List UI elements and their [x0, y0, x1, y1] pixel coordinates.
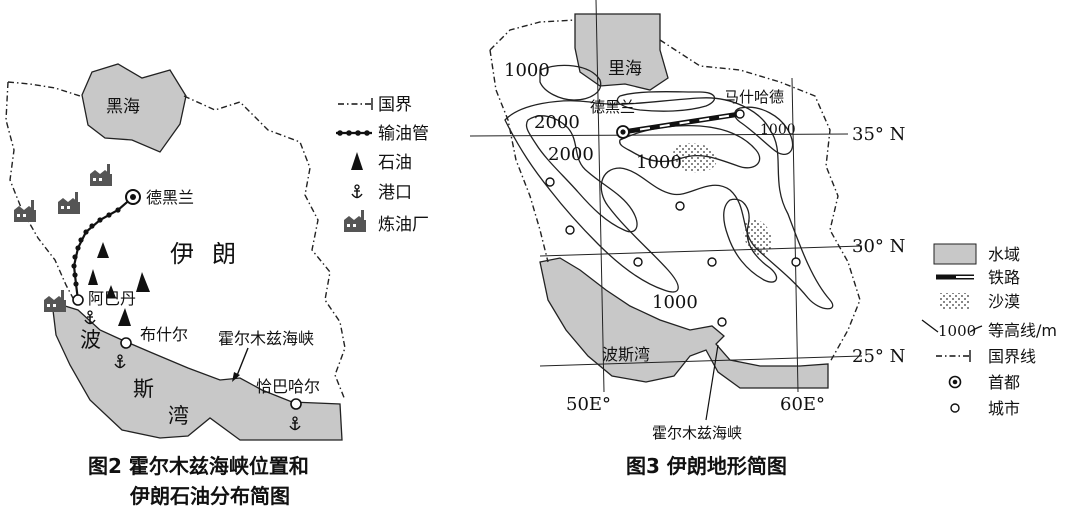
strait-label: 霍尔木兹海峡 — [218, 329, 314, 348]
legend-capital-label: 首都 — [988, 373, 1020, 392]
legend-contour-label: 等高线/m — [988, 321, 1057, 340]
country-label-1: 伊 — [170, 240, 194, 268]
legend-border-label: 国界 — [378, 95, 412, 115]
bushehr-label: 布什尔 — [140, 325, 188, 344]
map2-caption-line1: 图2 霍尔木兹海峡位置和 — [88, 454, 309, 478]
legend-refinery-label: 炼油厂 — [378, 215, 429, 235]
caspian-water — [574, 13, 669, 91]
desert-area — [672, 143, 717, 173]
gulf-label-3: 湾 — [168, 404, 189, 428]
black-sea-water — [81, 63, 187, 153]
city-icons — [545, 177, 801, 327]
refinery-icon — [14, 200, 36, 222]
chabahar-label: 恰巴哈尔 — [256, 377, 320, 396]
water-icon — [933, 243, 977, 265]
contour-label: 1000 — [636, 152, 682, 173]
lon-50-label: 50E° — [566, 394, 611, 415]
desert-area — [743, 219, 772, 256]
contour-icon — [921, 319, 939, 333]
legend-city-label: 城市 — [988, 399, 1020, 418]
contour-label: 1000 — [652, 292, 698, 313]
gulf-label-2: 斯 — [133, 377, 154, 401]
refinery-icon — [44, 290, 66, 312]
gulf-label-1: 波 — [80, 328, 101, 352]
border-line-west — [5, 81, 75, 301]
bushehr-city-icon — [120, 337, 132, 349]
lon-60-label: 60E° — [780, 394, 825, 415]
border-line — [7, 81, 346, 401]
lon-50-line — [595, 0, 605, 393]
legend-border-label: 国界线 — [988, 347, 1036, 366]
lat-35-label: 35° N — [852, 124, 905, 145]
abadan-label: 阿巴丹 — [88, 289, 136, 308]
legend-contour-value: 1000 — [938, 322, 976, 340]
lon-60-line — [791, 77, 799, 393]
caspian-label: 里海 — [608, 59, 642, 79]
lat-30-line — [539, 245, 863, 257]
chabahar-city-icon — [290, 398, 302, 410]
black-sea-label: 黑海 — [106, 97, 140, 117]
city-icon — [950, 403, 960, 413]
contour-lines — [504, 64, 834, 310]
lat-25-label: 25° N — [852, 346, 905, 367]
contour-label: 1000 — [760, 122, 796, 138]
legend-pipeline-label: 输油管 — [378, 124, 429, 144]
lat-25-line — [539, 355, 863, 367]
oil-icon — [88, 242, 150, 326]
refinery-icon — [90, 164, 112, 186]
gulf-label: 波斯湾 — [602, 345, 650, 364]
map2-caption-line2: 伊朗石油分布简图 — [129, 484, 290, 508]
lat-30-label: 30° N — [852, 236, 905, 257]
legend-desert-label: 沙漠 — [988, 292, 1020, 311]
legend-port-label: 港口 — [378, 183, 412, 203]
refinery-icon — [344, 210, 366, 232]
map3: 里海 德黑兰 马什哈德 1000 2000 2000 1000 1000 100… — [469, 0, 1057, 478]
country-label-2: 朗 — [212, 240, 236, 268]
mashhad-city-icon — [735, 109, 745, 119]
persian-gulf-water — [51, 301, 343, 441]
border-line — [489, 19, 861, 363]
contour-label: 2000 — [534, 112, 580, 133]
contour-label: 2000 — [548, 144, 594, 165]
strait-label: 霍尔木兹海峡 — [652, 424, 742, 442]
mashhad-label: 马什哈德 — [724, 88, 784, 106]
map2-legend: 国界 输油管 石油 港口 炼油厂 — [336, 95, 429, 235]
desert-icon — [940, 293, 970, 309]
tehran-label: 德黑兰 — [146, 188, 194, 207]
map3-caption: 图3 伊朗地形简图 — [626, 454, 787, 478]
map3-legend: 水域 铁路 沙漠 1000 等高线/m 国界线 首都 城市 — [921, 243, 1057, 418]
strait-arrow — [235, 347, 249, 379]
oil-icon — [351, 152, 363, 170]
legend-water-label: 水域 — [988, 245, 1020, 264]
legend-railway-label: 铁路 — [988, 268, 1020, 287]
tehran-label: 德黑兰 — [590, 98, 635, 116]
map2: 黑海 德黑兰 伊 朗 阿巴丹 布什尔 霍尔木兹海峡 恰巴哈尔 波 斯 湾 国界 … — [5, 63, 429, 508]
strait-pointer — [705, 344, 719, 421]
lat-35-line — [469, 133, 849, 137]
legend-oil-label: 石油 — [378, 153, 412, 173]
refinery-icon — [58, 192, 80, 214]
abadan-city-icon — [72, 294, 84, 306]
contour-label: 1000 — [504, 60, 550, 81]
port-icon — [351, 184, 363, 199]
border-line-west — [489, 49, 549, 263]
gulf-water — [539, 257, 829, 389]
